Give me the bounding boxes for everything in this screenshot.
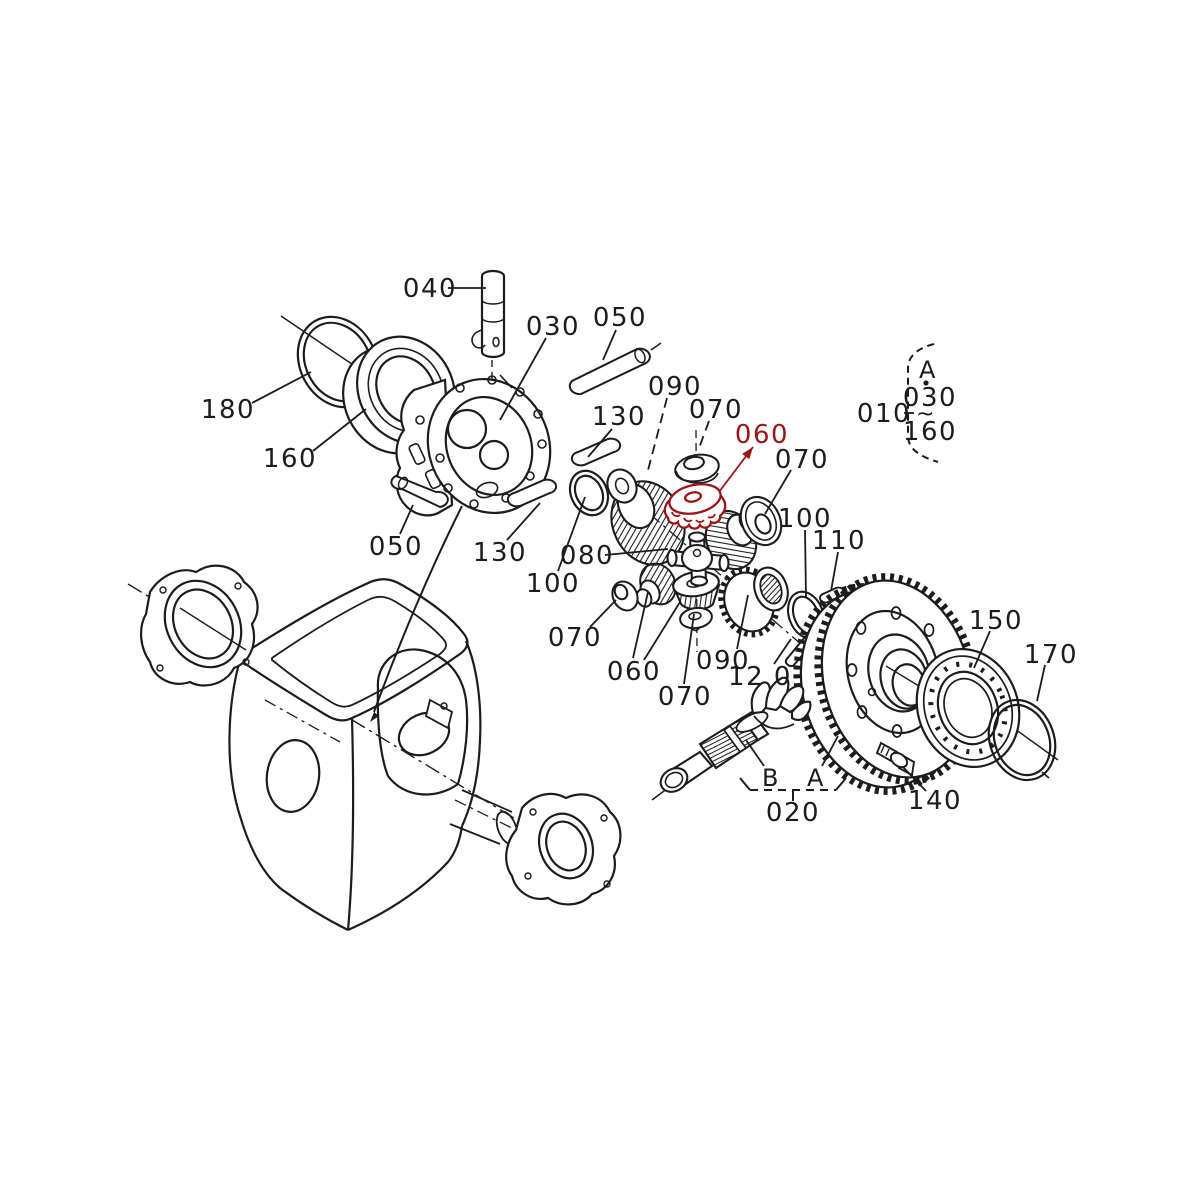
callout-label-070-23[interactable]: 070 xyxy=(658,682,712,712)
callout-leader-B-29 xyxy=(745,739,765,767)
bevel-pinion-shaft-B xyxy=(651,676,812,801)
callout-leader-130-17 xyxy=(506,502,541,541)
pin-050-left xyxy=(390,474,449,509)
callout-label-030-1[interactable]: 030 xyxy=(526,312,580,342)
differential-case-030 xyxy=(395,374,552,517)
callout-label-140-28[interactable]: 140 xyxy=(908,786,962,816)
callout-leader-070-21 xyxy=(589,599,617,628)
callout-leader-140-28 xyxy=(902,766,927,792)
flange-cover-bottom-right xyxy=(505,792,622,906)
callout-leader-090-5 xyxy=(646,397,668,475)
side-gear-090-left xyxy=(606,468,686,566)
callout-label-090-24[interactable]: 090 xyxy=(696,646,750,676)
callout-label-110-10[interactable]: 110 xyxy=(812,526,866,556)
pin-130-upper xyxy=(570,437,622,467)
callout-leader-160-4 xyxy=(312,408,367,452)
callout-leader-080-20 xyxy=(604,548,669,556)
callout-label-080-20[interactable]: 080 xyxy=(560,541,614,571)
washer-070-lowleft xyxy=(611,580,639,612)
callout-label-120-25[interactable]: 12 0 xyxy=(728,662,792,692)
callout-leader-180-3 xyxy=(251,371,312,404)
callout-label-050-2[interactable]: 050 xyxy=(593,303,647,333)
callout-label-070-8[interactable]: 070 xyxy=(775,445,829,475)
callout-leader-110-10 xyxy=(830,551,839,592)
placement-leader-curve xyxy=(370,505,463,722)
callout-label-130-17[interactable]: 130 xyxy=(473,538,527,568)
callout-leader-070-8 xyxy=(764,469,792,515)
pin-130-lower xyxy=(506,478,558,508)
callout-label-A-12[interactable]: A xyxy=(919,356,937,384)
callout-leader-150-26 xyxy=(973,630,991,669)
callout-leader-070-6 xyxy=(698,420,710,449)
callout-label-160-15[interactable]: 160 xyxy=(903,417,957,447)
callout-leader-100-9 xyxy=(804,529,807,598)
assembly-bracket-bottom xyxy=(739,777,847,801)
callout-label-~-14[interactable]: ~ xyxy=(916,402,936,427)
bearing-cover-left xyxy=(140,564,259,687)
coupling-gear-090 xyxy=(718,566,789,638)
callout-label-070-6[interactable]: 070 xyxy=(689,395,743,425)
callout-label-030-13[interactable]: 030 xyxy=(903,383,957,413)
callout-leader-060-22 xyxy=(632,591,649,659)
callout-label-170-27[interactable]: 170 xyxy=(1024,640,1078,670)
washer-070-right xyxy=(739,495,783,547)
callout-label-070-21[interactable]: 070 xyxy=(548,623,602,653)
callout-label-020-31[interactable]: 020 xyxy=(766,798,820,828)
callout-arrowhead-060 xyxy=(742,447,753,460)
callout-label-150-26[interactable]: 150 xyxy=(969,606,1023,636)
callout-label-100-19[interactable]: 100 xyxy=(526,569,580,599)
callout-leader-A-30 xyxy=(821,735,839,767)
ring-100-mid xyxy=(568,469,610,517)
callout-leader-050-2 xyxy=(602,329,617,361)
callout-label-060-7[interactable]: 060 xyxy=(735,420,789,450)
callout-label-050-16[interactable]: 050 xyxy=(369,532,423,562)
washer-070-top xyxy=(674,453,720,484)
callout-leader-060-22 xyxy=(643,601,681,661)
callout-label-160-4[interactable]: 160 xyxy=(263,444,317,474)
callout-label-010-11[interactable]: 010 xyxy=(857,399,911,429)
callout-leader-100-19 xyxy=(557,496,586,572)
transmission-housing xyxy=(228,578,519,932)
snap-ring-170 xyxy=(987,698,1057,782)
callout-label-100-9[interactable]: 100 xyxy=(778,504,832,534)
pin-040 xyxy=(471,269,506,359)
assembly-bracket-right xyxy=(907,343,939,463)
callout-leader-120-25 xyxy=(773,638,792,665)
callout-leader-050-16 xyxy=(399,504,414,535)
bracket-dot xyxy=(923,380,929,386)
callout-label-180-3[interactable]: 180 xyxy=(201,395,255,425)
washer-070-bottom xyxy=(679,606,713,632)
callout-leader-070-23 xyxy=(683,613,695,685)
callout-leader-170-27 xyxy=(1036,664,1046,702)
callout-leader-030-1 xyxy=(499,337,547,421)
bolt-140 xyxy=(875,741,916,777)
callout-label-B-29[interactable]: B xyxy=(762,764,780,792)
callout-label-060-22[interactable]: 060 xyxy=(607,657,661,687)
side-gear-060-highlighted xyxy=(663,483,727,530)
callout-label-A-30[interactable]: A xyxy=(807,764,825,792)
callout-leader-090-24 xyxy=(736,594,749,650)
spider-shaft-080 xyxy=(666,531,730,587)
callout-label-130-18[interactable]: 130 xyxy=(592,402,646,432)
callout-leader-130-18 xyxy=(587,428,613,458)
callout-label-040-0[interactable]: 040 xyxy=(403,274,457,304)
pin-050-top xyxy=(568,342,662,396)
callout-label-090-5[interactable]: 090 xyxy=(648,372,702,402)
